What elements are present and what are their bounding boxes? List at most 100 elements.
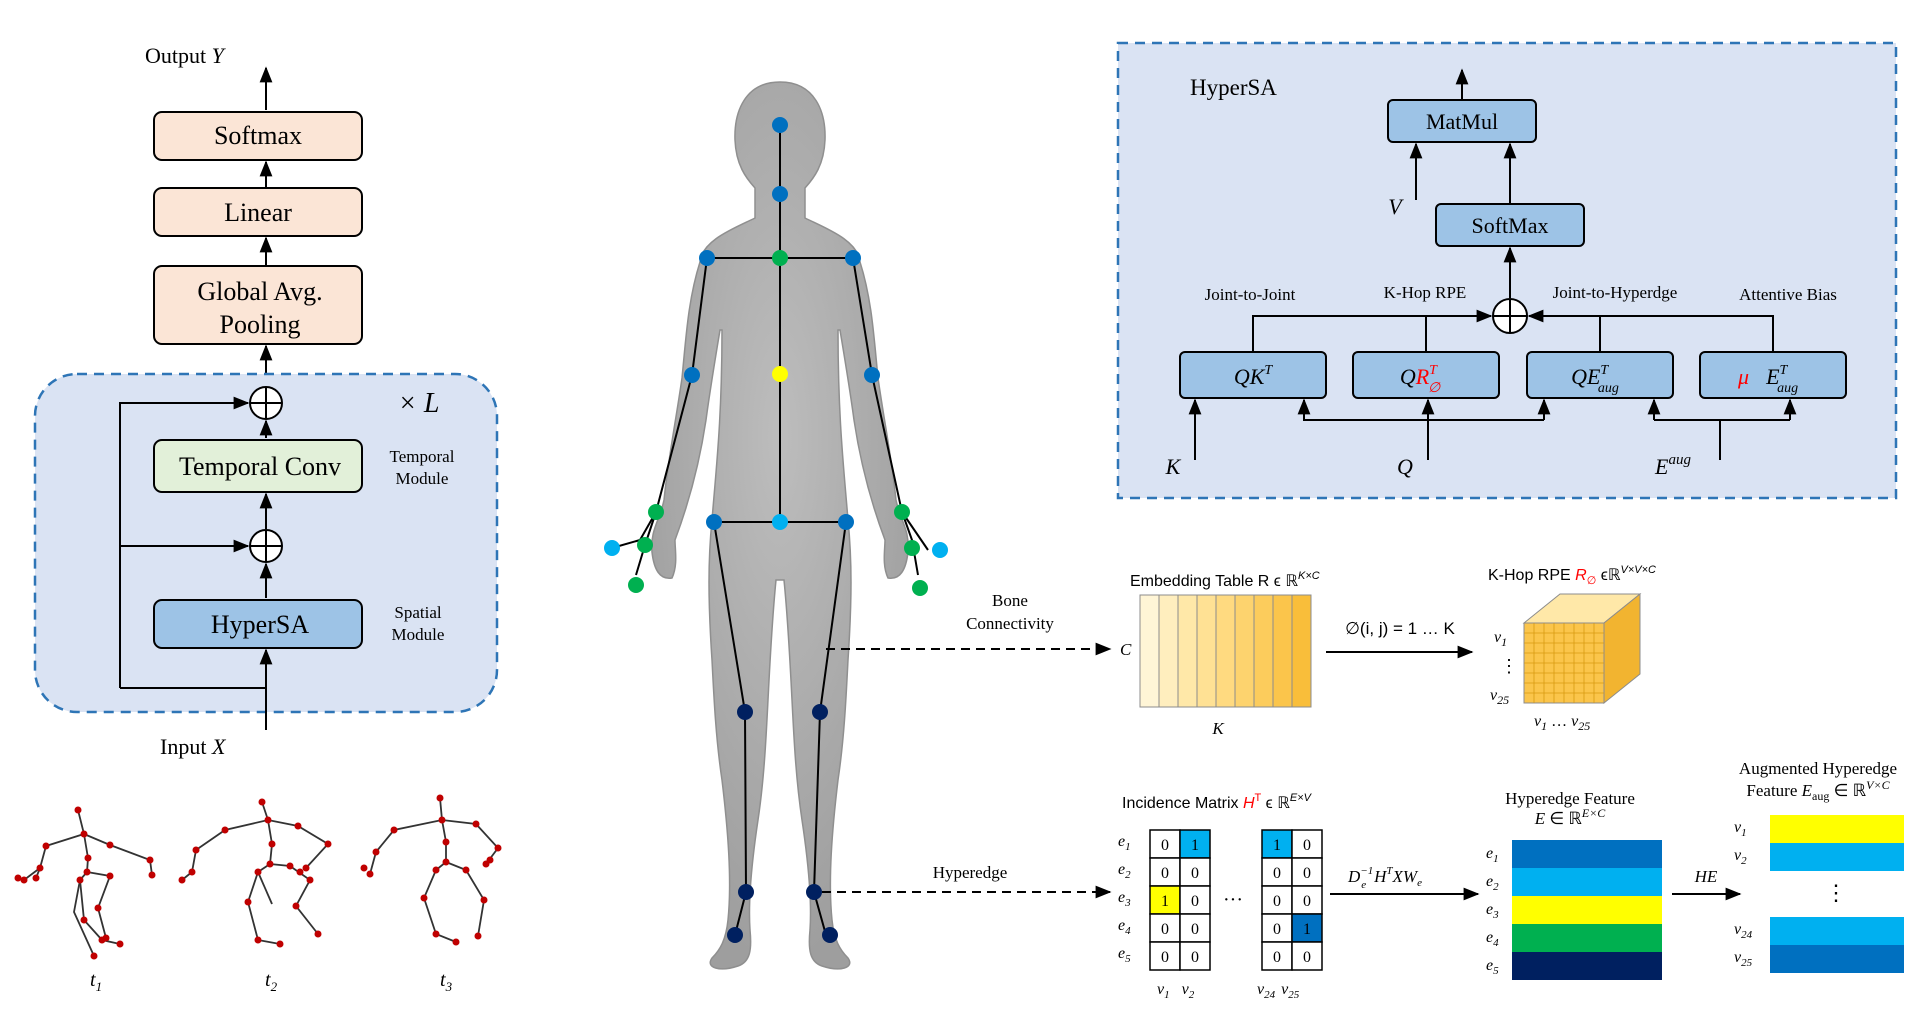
rpe-dots: ⋮ <box>1500 656 1518 676</box>
svg-text:0: 0 <box>1273 865 1281 882</box>
joint-left-elbow <box>684 367 700 383</box>
joint-right-thumb <box>932 542 948 558</box>
qr-box <box>1352 351 1500 399</box>
gap-label-2: Pooling <box>220 310 301 339</box>
t3-label: t3 <box>440 969 453 994</box>
joint-right-wrist <box>894 504 910 520</box>
joint-right-hand-tip <box>912 580 928 596</box>
hyperedge-feature-title-2: E ∈ ℝE×C <box>1534 806 1607 828</box>
svg-text:v1: v1 <box>1734 819 1747 839</box>
svg-text:e1: e1 <box>1486 845 1499 865</box>
body-joints <box>604 117 948 943</box>
gap-label-1: Global Avg. <box>197 277 322 306</box>
joint-spine-base <box>772 514 788 530</box>
hyperedge-feature-e4 <box>1512 924 1662 952</box>
qkt-box <box>1179 351 1327 399</box>
q-label: Q <box>1397 454 1413 479</box>
t2-label: t2 <box>265 969 278 994</box>
embedding-c-label: C <box>1120 640 1132 659</box>
temporal-module-label-2: Module <box>396 469 449 488</box>
svg-text:0: 0 <box>1191 921 1199 938</box>
joint-left-hip <box>706 514 722 530</box>
augmented-v1 <box>1770 815 1904 843</box>
incidence-matrix-section: Incidence Matrix HT ϵ ℝE×V e1 e2 e3 e4 e… <box>1118 792 1480 1001</box>
svg-text:e2: e2 <box>1486 873 1499 893</box>
hyperedge-feature-section: Hyperedge Feature E ∈ ℝE×C e1 e2 e3 e4 e… <box>1486 789 1742 980</box>
qe-box <box>1526 351 1674 399</box>
augmented-v25 <box>1770 945 1904 973</box>
hyperedge-feature-e1 <box>1512 840 1662 868</box>
joint-right-hand <box>904 540 920 556</box>
he-label: HE <box>1694 867 1718 886</box>
rpe-bottom: v1 … v25 <box>1534 713 1590 733</box>
skeleton-joints <box>14 794 502 960</box>
svg-text:1: 1 <box>1161 893 1169 910</box>
joint-neck <box>772 186 788 202</box>
qkt-label: QKT <box>1234 363 1274 389</box>
svg-text:e5: e5 <box>1118 945 1131 965</box>
svg-text:e1: e1 <box>1118 833 1131 853</box>
incidence-matrix-1 <box>1149 829 1211 971</box>
temporal-conv-label: Temporal Conv <box>179 452 341 481</box>
svg-text:0: 0 <box>1191 893 1199 910</box>
joint-right-shoulder <box>845 250 861 266</box>
hypersa-title: HyperSA <box>1190 75 1277 100</box>
joint-right-ankle <box>806 884 822 900</box>
hyperedge-feature-title-1: Hyperedge Feature <box>1505 789 1635 808</box>
v-label: V <box>1388 194 1404 219</box>
input-label: Input X <box>160 734 227 759</box>
svg-text:0: 0 <box>1303 837 1311 854</box>
spatial-module-label-2: Module <box>392 625 445 644</box>
svg-text:0: 0 <box>1191 949 1199 966</box>
k-label: K <box>1165 454 1182 479</box>
rpe-cube <box>1522 592 1642 705</box>
incidence-title: Incidence Matrix HT ϵ ℝE×V <box>1122 792 1313 812</box>
joint-left-knee <box>737 704 753 720</box>
skeleton-sequence <box>17 797 500 957</box>
joint-right-hip <box>838 514 854 530</box>
softmax-label-right: SoftMax <box>1472 213 1549 238</box>
svg-text:0: 0 <box>1161 837 1169 854</box>
joint-left-hand-tip <box>628 577 644 593</box>
bone-connectivity-label-2: Connectivity <box>966 614 1054 633</box>
svg-text:1: 1 <box>1303 921 1311 938</box>
incidence-dots: ··· <box>1223 889 1243 911</box>
embedding-k-label: K <box>1211 719 1225 738</box>
augmented-dots: ⋮ <box>1825 880 1847 905</box>
joint-left-wrist <box>648 504 664 520</box>
joint-to-hyperedge-label: Joint-to-Hyperdge <box>1553 283 1678 302</box>
svg-text:0: 0 <box>1303 865 1311 882</box>
times-l-label: × L <box>398 388 439 419</box>
joint-left-ankle <box>738 884 754 900</box>
rpe-title: K-Hop RPE R∅ ϵℝV×V×C <box>1488 564 1656 587</box>
softmax-box <box>153 111 363 161</box>
svg-text:0: 0 <box>1161 865 1169 882</box>
bone-connectivity-label-1: Bone <box>992 591 1028 610</box>
mue-box <box>1699 351 1847 399</box>
t1-label: t1 <box>90 969 102 994</box>
svg-text:e5: e5 <box>1486 957 1499 977</box>
matmul-label: MatMul <box>1426 109 1498 134</box>
phi-label: ∅(i, j) = 1 … K <box>1345 619 1455 638</box>
hyperedge-feature-row-labels: e1 e2 e3 e4 e5 <box>1486 845 1499 977</box>
joint-left-foot <box>727 927 743 943</box>
svg-text:0: 0 <box>1303 949 1311 966</box>
svg-text:0: 0 <box>1303 893 1311 910</box>
temporal-module-label-1: Temporal <box>390 447 455 466</box>
augmented-hyperedge-section: Augmented Hyperedge Feature Eaug ∈ ℝV×C … <box>1734 759 1904 973</box>
joint-spine-shoulder <box>772 250 788 266</box>
svg-text:v2: v2 <box>1734 847 1747 867</box>
matmul-box <box>1387 99 1537 143</box>
embedding-table <box>1139 594 1312 708</box>
linear-label: Linear <box>224 198 292 227</box>
joint-left-hand <box>637 537 653 553</box>
softmax-box-right <box>1435 203 1585 247</box>
svg-text:0: 0 <box>1161 949 1169 966</box>
svg-text:e3: e3 <box>1118 889 1131 909</box>
embedding-title: Embedding Table R ϵ ℝK×C <box>1130 570 1320 590</box>
augmented-v2 <box>1770 843 1904 871</box>
